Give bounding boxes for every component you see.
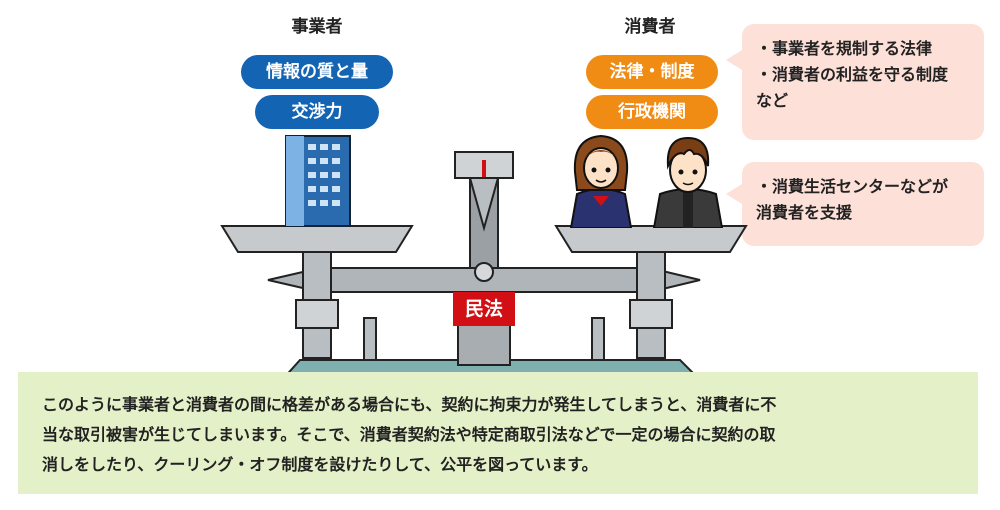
caption-box: このように事業者と消費者の間に格差がある場合にも、契約に拘束力が発生してしまうと… xyxy=(18,372,978,494)
caption-line-1: このように事業者と消費者の間に格差がある場合にも、契約に拘束力が発生してしまうと… xyxy=(42,395,777,414)
consumer-title: 消費者 xyxy=(624,17,676,37)
note-laws-line-2: ・消費者の利益を守る制度 xyxy=(756,65,949,84)
business-pill-info: 情報の質と量 xyxy=(241,55,393,89)
note-tail xyxy=(726,184,742,204)
note-laws-line-3: など xyxy=(756,91,789,110)
business-title: 事業者 xyxy=(291,17,343,37)
caption-line-3: 消しをしたり、クーリング・オフ制度を設けたりして、公平を図っています。 xyxy=(42,455,598,474)
building-icon xyxy=(285,135,351,227)
caption-line-2: 当な取引被害が生じてしまいます。そこで、消費者契約法や特定商取引法などで一定の場… xyxy=(42,425,776,444)
note-laws-line-1: ・事業者を規制する法律 xyxy=(756,39,933,58)
male-student-icon xyxy=(652,136,724,228)
consumer-pill-agency: 行政機関 xyxy=(586,95,718,129)
note-support: ・消費生活センターなどが 消費者を支援 xyxy=(726,162,984,246)
note-support-line-1: ・消費生活センターなどが xyxy=(756,177,949,196)
consumer-pill-law: 法律・制度 xyxy=(586,55,718,89)
note-laws: ・事業者を規制する法律 ・消費者の利益を守る制度 など xyxy=(726,24,984,140)
female-student-icon xyxy=(569,134,633,228)
note-support-line-2: 消費者を支援 xyxy=(756,203,853,222)
note-tail xyxy=(726,50,742,70)
business-pill-negotiation: 交渉力 xyxy=(255,95,379,129)
civil-law-label: 民法 xyxy=(453,292,515,326)
